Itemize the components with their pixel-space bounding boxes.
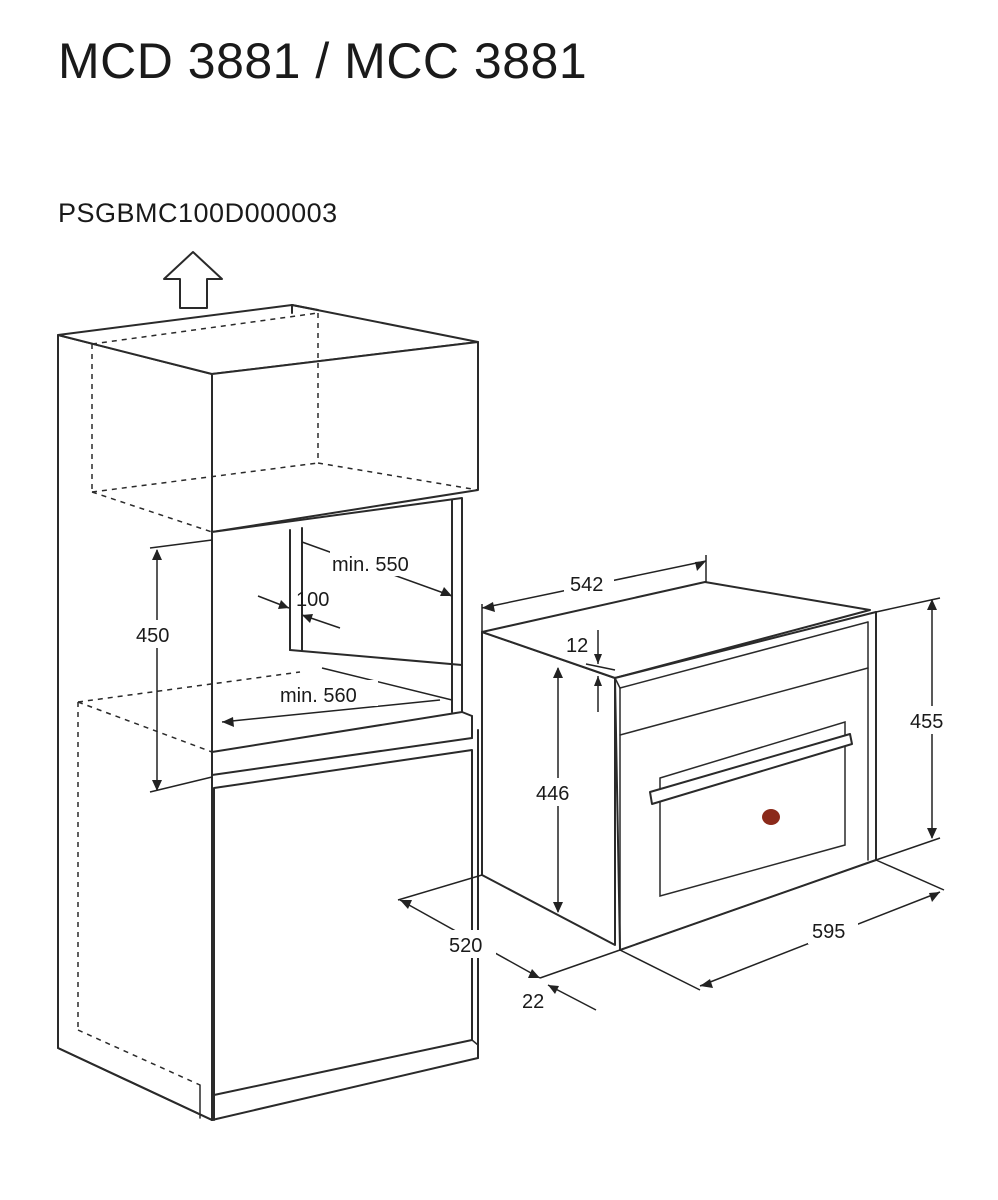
- frame-offset-dimension: 12: [566, 630, 616, 712]
- knob-icon: [762, 809, 780, 825]
- niche-width-label: min. 550: [332, 554, 409, 576]
- appliance-height-dimension: 455: [875, 597, 958, 861]
- ventilation-gap-label: 100: [296, 589, 329, 611]
- niche-width-dimension: min. 550: [301, 541, 453, 597]
- frame-thickness-dimension: 22: [522, 984, 597, 1013]
- niche-height-label: 450: [136, 625, 169, 647]
- frame-thickness-label: 22: [522, 991, 544, 1013]
- appliance-depth-dimension: 542: [481, 555, 707, 632]
- body-height-dimension: 446: [534, 667, 584, 913]
- niche-height-dimension: 450: [134, 539, 213, 793]
- frame-offset-label: 12: [566, 635, 588, 657]
- body-depth-label: 520: [449, 935, 482, 957]
- appliance-width-label: 595: [812, 921, 845, 943]
- body-depth-dimension: 520: [397, 874, 621, 979]
- page-title: MCD 3881 / MCC 3881: [58, 33, 588, 89]
- appliance-depth-label: 542: [570, 574, 603, 596]
- cabinet: [57, 304, 479, 1121]
- up-arrow-icon: [163, 251, 223, 309]
- appliance-height-label: 455: [910, 711, 943, 733]
- model-code: PSGBMC100D000003: [58, 198, 338, 228]
- appliance: [481, 581, 877, 951]
- niche-depth-label: min. 560: [280, 685, 357, 707]
- body-height-label: 446: [536, 783, 569, 805]
- ventilation-gap-dimension: 100: [257, 589, 341, 629]
- appliance-width-dimension: 595: [619, 859, 945, 991]
- niche-depth-dimension: min. 560: [221, 667, 453, 727]
